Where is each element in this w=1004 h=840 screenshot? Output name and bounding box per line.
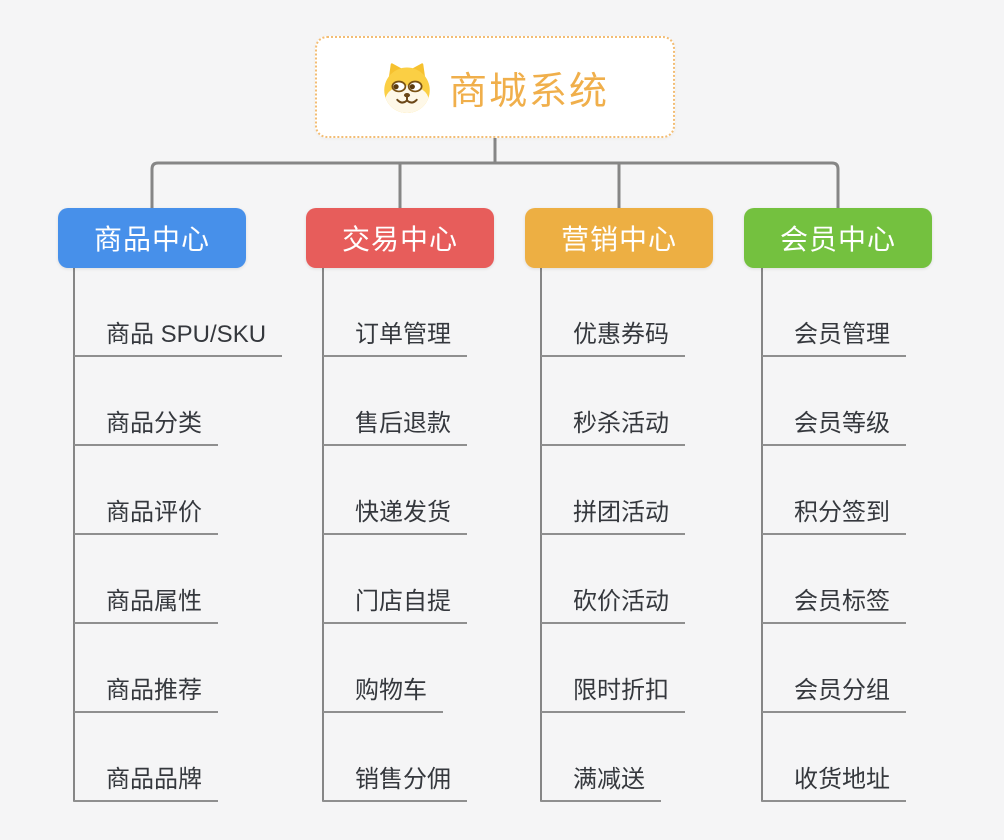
child-node-member-center-1[interactable]: 会员管理 xyxy=(762,320,906,357)
branch-node-member-center[interactable]: 会员中心 xyxy=(744,208,932,268)
child-node-product-center-4[interactable]: 商品属性 xyxy=(74,587,218,624)
child-node-marketing-center-2[interactable]: 秒杀活动 xyxy=(541,409,685,446)
child-node-member-center-6[interactable]: 收货地址 xyxy=(762,765,906,802)
doge-icon xyxy=(384,63,430,113)
child-node-product-center-5[interactable]: 商品推荐 xyxy=(74,676,218,713)
child-node-product-center-1[interactable]: 商品 SPU/SKU xyxy=(74,320,283,357)
child-node-product-center-2[interactable]: 商品分类 xyxy=(74,409,218,446)
child-node-member-center-2[interactable]: 会员等级 xyxy=(762,409,906,446)
child-node-member-center-5[interactable]: 会员分组 xyxy=(762,676,906,713)
child-node-marketing-center-1[interactable]: 优惠券码 xyxy=(541,320,685,357)
child-node-trade-center-2[interactable]: 售后退款 xyxy=(323,409,467,446)
child-node-marketing-center-6[interactable]: 满减送 xyxy=(541,765,661,802)
child-node-member-center-4[interactable]: 会员标签 xyxy=(762,587,906,624)
child-node-trade-center-6[interactable]: 销售分佣 xyxy=(323,765,467,802)
child-node-marketing-center-5[interactable]: 限时折扣 xyxy=(541,676,685,713)
root-node-title: 商城系统 xyxy=(448,70,609,113)
child-node-member-center-3[interactable]: 积分签到 xyxy=(762,498,906,535)
branch-node-marketing-center[interactable]: 营销中心 xyxy=(525,208,713,268)
child-node-product-center-3[interactable]: 商品评价 xyxy=(74,498,218,535)
child-node-marketing-center-4[interactable]: 砍价活动 xyxy=(541,587,685,624)
branch-node-trade-center[interactable]: 交易中心 xyxy=(306,208,494,268)
child-node-trade-center-1[interactable]: 订单管理 xyxy=(323,320,467,357)
child-node-trade-center-5[interactable]: 购物车 xyxy=(323,676,443,713)
branch-node-product-center[interactable]: 商品中心 xyxy=(58,208,246,268)
child-node-product-center-6[interactable]: 商品品牌 xyxy=(74,765,218,802)
root-node[interactable]: 商城系统 xyxy=(315,36,675,138)
child-node-marketing-center-3[interactable]: 拼团活动 xyxy=(541,498,685,535)
child-node-trade-center-3[interactable]: 快递发货 xyxy=(323,498,467,535)
child-node-trade-center-4[interactable]: 门店自提 xyxy=(323,587,467,624)
